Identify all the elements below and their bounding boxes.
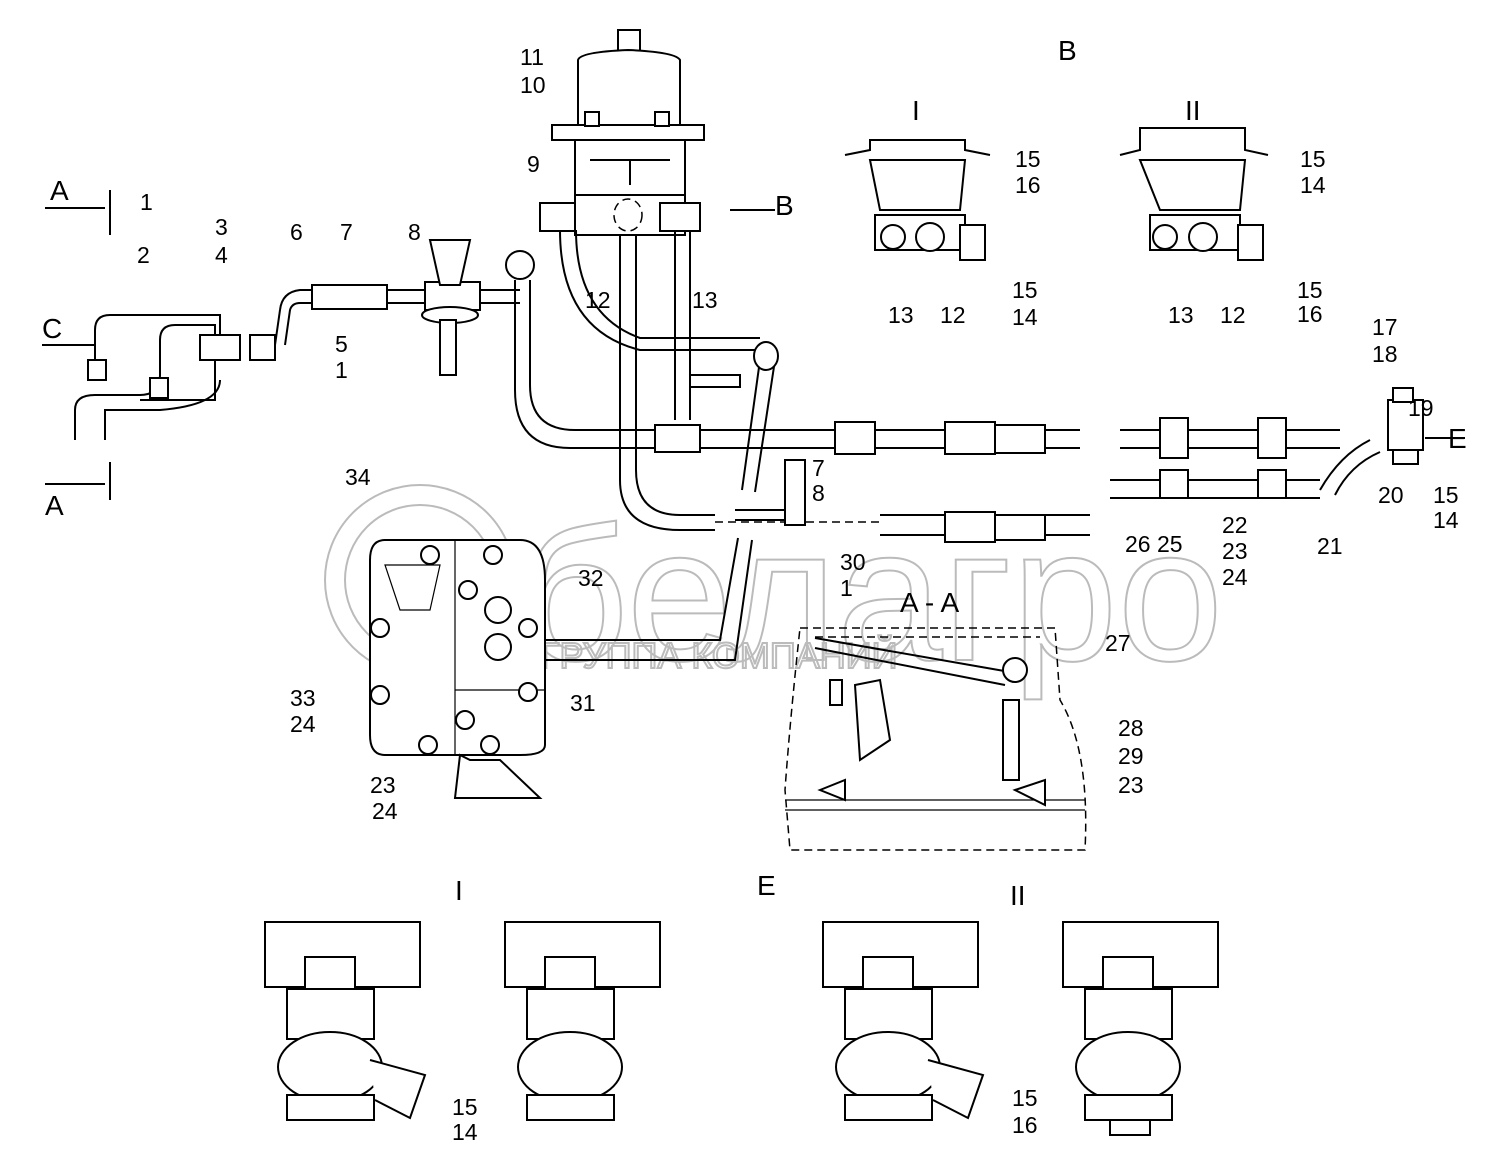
callout-7: 7 <box>340 219 353 245</box>
view-e-details <box>264 921 1219 1136</box>
callout-17: 17 <box>1372 314 1398 340</box>
callout-20: 20 <box>1378 482 1404 508</box>
callout-7: 7 <box>812 455 825 481</box>
callout-15: 15 <box>1300 146 1326 172</box>
watermark: белагро ГРУППА КОМПАНИЙ <box>324 484 1224 702</box>
callout-26: 26 <box>1125 531 1151 557</box>
callout-28: 28 <box>1118 715 1144 741</box>
callout-3: 3 <box>215 214 228 240</box>
view-b-arrow-label: B <box>775 190 794 221</box>
callout-11: 11 <box>520 44 544 70</box>
callout-1: 1 <box>840 575 853 601</box>
callout-1: 1 <box>140 189 153 215</box>
left-pipework <box>42 190 1465 500</box>
callout-18: 18 <box>1372 341 1398 367</box>
control-valve-block <box>369 539 546 799</box>
callout-8: 8 <box>408 219 421 245</box>
callout-24: 24 <box>372 798 398 824</box>
callout-21: 21 <box>1317 533 1343 559</box>
callout-14: 14 <box>1300 172 1326 198</box>
callout-15: 15 <box>452 1094 478 1120</box>
callout-16: 16 <box>1015 172 1041 198</box>
callout-12: 12 <box>1220 302 1246 328</box>
callout-15: 15 <box>1012 1085 1038 1111</box>
section-a-top: A <box>50 175 69 206</box>
view-c-label: C <box>42 313 62 344</box>
callout-23: 23 <box>1222 538 1248 564</box>
callout-33: 33 <box>290 685 316 711</box>
callout-14: 14 <box>1012 304 1038 330</box>
callout-24: 24 <box>290 711 316 737</box>
view-labels: A A C B B I II E A - A I E II <box>42 35 1467 911</box>
callout-29: 29 <box>1118 743 1144 769</box>
callout-16: 16 <box>1297 301 1323 327</box>
section-aa-title: A - A <box>900 587 959 618</box>
callout-19: 19 <box>1408 395 1434 421</box>
view-b-title: B <box>1058 35 1077 66</box>
callout-23: 23 <box>1118 772 1144 798</box>
callout-10: 10 <box>520 72 546 98</box>
callout-15: 15 <box>1433 482 1459 508</box>
pipelines <box>514 229 1424 661</box>
callout-1: 1 <box>335 357 348 383</box>
callout-12: 12 <box>585 287 611 313</box>
view-b-details <box>844 127 1269 261</box>
callout-22: 22 <box>1222 512 1248 538</box>
view-e-title: E <box>757 870 776 901</box>
callout-34: 34 <box>345 464 371 490</box>
callout-8: 8 <box>812 480 825 506</box>
callout-4: 4 <box>215 242 228 268</box>
callout-14: 14 <box>452 1119 478 1145</box>
callout-32: 32 <box>578 565 604 591</box>
brake-chamber <box>539 29 705 236</box>
view-b-i: I <box>912 95 920 126</box>
callout-15: 15 <box>1015 146 1041 172</box>
callout-5: 5 <box>335 331 348 357</box>
watermark-brand: белагро <box>520 489 1223 701</box>
callout-6: 6 <box>290 219 303 245</box>
callout-12: 12 <box>940 302 966 328</box>
callout-13: 13 <box>888 302 914 328</box>
callout-24: 24 <box>1222 564 1248 590</box>
view-e-ii: II <box>1010 880 1026 911</box>
section-a-bottom: A <box>45 490 64 521</box>
callout-31: 31 <box>570 690 596 716</box>
view-b-ii: II <box>1185 95 1201 126</box>
callout-15: 15 <box>1012 277 1038 303</box>
callout-16: 16 <box>1012 1112 1038 1138</box>
bolts <box>370 545 538 755</box>
callout-30: 30 <box>840 549 866 575</box>
callout-27: 27 <box>1105 630 1131 656</box>
callout-23: 23 <box>370 772 396 798</box>
callout-14: 14 <box>1433 507 1459 533</box>
callout-25: 25 <box>1157 531 1183 557</box>
view-e-i: I <box>455 875 463 906</box>
callout-2: 2 <box>137 242 150 268</box>
callout-15: 15 <box>1297 277 1323 303</box>
callout-9: 9 <box>527 151 540 177</box>
section-a-a <box>784 627 1087 851</box>
callout-13: 13 <box>1168 302 1194 328</box>
callout-13: 13 <box>692 287 718 313</box>
view-e-arrow-label: E <box>1448 423 1467 454</box>
